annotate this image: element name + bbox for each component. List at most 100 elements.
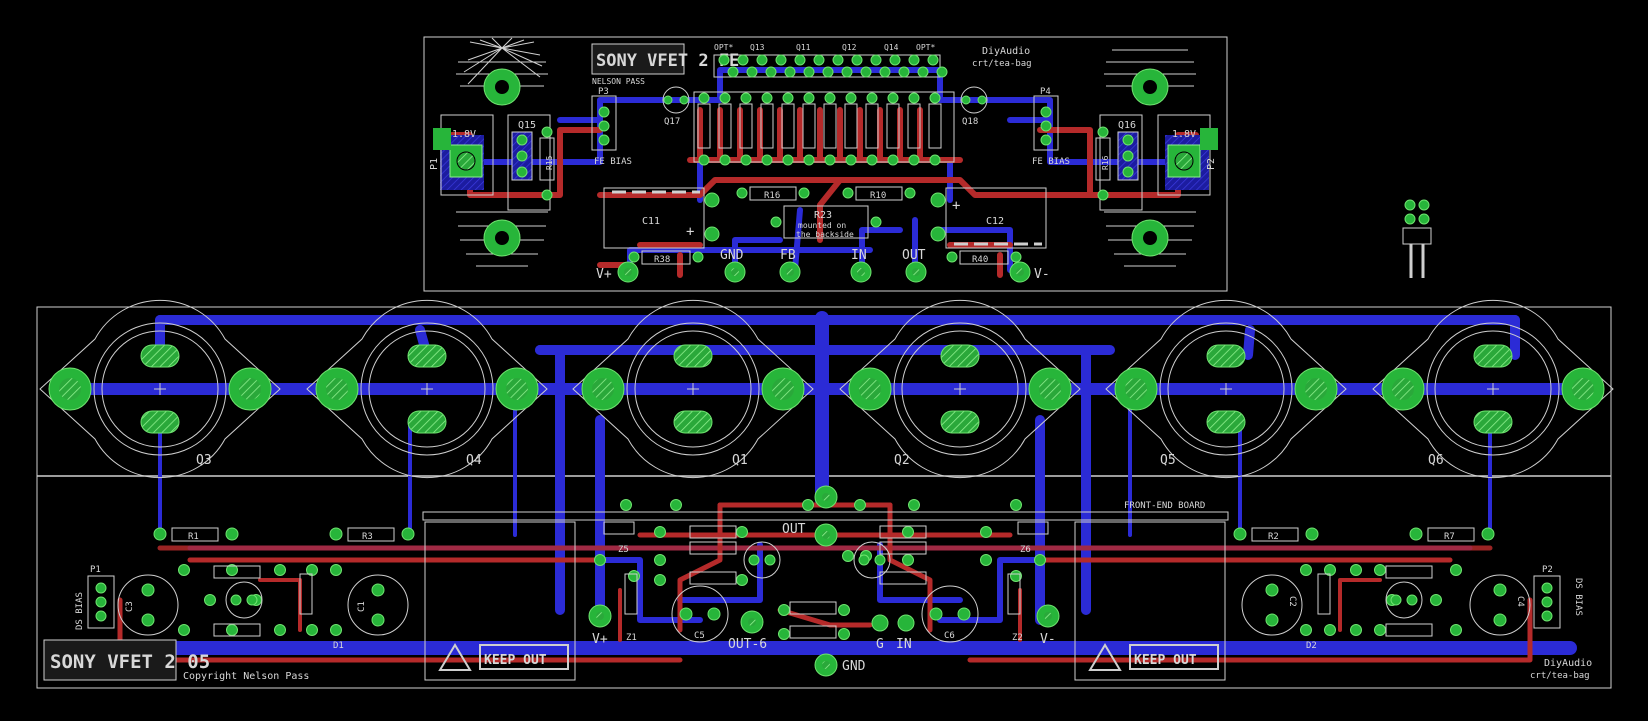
bank-resistor-pad <box>719 92 731 104</box>
pin-label-gnd: GND <box>720 248 744 263</box>
r23-note-2: the backside <box>796 230 854 239</box>
pin-label-vminus: V- <box>1034 267 1050 282</box>
header-pin[interactable] <box>936 66 948 78</box>
label-q2: Q2 <box>894 453 910 468</box>
capacitor-c11: C11 + <box>603 187 720 249</box>
small-pad <box>1450 624 1462 636</box>
fe-credit-1: DiyAudio <box>982 46 1030 57</box>
to3-transistor <box>1105 299 1347 479</box>
header-label-1: Q13 <box>750 43 765 52</box>
bank-resistor-pad <box>845 92 857 104</box>
small-cap-pad <box>858 554 870 566</box>
ds-bias-text-left: DS BIAS <box>75 592 85 630</box>
transistor-q17: Q17 <box>662 86 690 127</box>
bank-resistor <box>823 103 837 149</box>
header-pin[interactable] <box>927 54 939 66</box>
small-pad <box>306 624 318 636</box>
voltage-label-right: 1.8V <box>1172 129 1196 140</box>
resistor-r10-mid: R10 <box>842 186 916 201</box>
header-pin[interactable] <box>794 54 806 66</box>
small-pad <box>778 604 790 616</box>
label-c11: C11 <box>642 216 660 227</box>
header-pin[interactable] <box>803 66 815 78</box>
small-pad <box>1450 564 1462 576</box>
header-pin[interactable] <box>822 66 834 78</box>
bank-resistor-pad <box>761 154 773 166</box>
header-pin[interactable] <box>889 54 901 66</box>
header-label-2: Q11 <box>796 43 811 52</box>
resistor-r40: R40 <box>946 250 1022 265</box>
to3-transistor <box>1372 299 1614 479</box>
small-part-body <box>1385 565 1433 579</box>
fe-board-label: FRONT-END BOARD <box>1124 501 1205 511</box>
label-p3: P3 <box>598 87 609 97</box>
trimmer-p4: P4 FE BIAS <box>1032 87 1070 167</box>
label-r16: R16 <box>1101 155 1110 170</box>
header-pin[interactable] <box>737 54 749 66</box>
header-pin[interactable] <box>898 66 910 78</box>
bank-resistor-pad <box>929 92 941 104</box>
pin-label-out: OUT <box>902 248 926 263</box>
small-part-body <box>879 541 927 555</box>
header-pin[interactable] <box>851 54 863 66</box>
pin-in-main[interactable] <box>897 614 915 632</box>
header-pin[interactable] <box>746 66 758 78</box>
pin-g[interactable] <box>871 614 889 632</box>
label-c5: C5 <box>694 631 705 641</box>
to3-transistor <box>39 299 281 479</box>
header-label-4: Q14 <box>884 43 899 52</box>
small-pad <box>842 550 854 562</box>
header-pin[interactable] <box>870 54 882 66</box>
header-pin[interactable] <box>860 66 872 78</box>
header-pin[interactable] <box>879 66 891 78</box>
small-pad <box>980 526 992 538</box>
header-pin[interactable] <box>784 66 796 78</box>
small-pad <box>178 564 190 576</box>
header-pin[interactable] <box>832 54 844 66</box>
pot-label-left: P1 <box>429 158 440 170</box>
header-pin[interactable] <box>756 54 768 66</box>
small-pad <box>654 526 666 538</box>
label-p2: P2 <box>1542 565 1553 575</box>
header-pin[interactable] <box>908 54 920 66</box>
keep-out-text-right: KEEP OUT <box>1134 653 1197 668</box>
fe-pins: V+ GND FB IN OUT V- <box>596 248 1050 283</box>
resistor-r3: R3 <box>329 527 415 542</box>
keep-out-text-left: KEEP OUT <box>484 653 547 668</box>
small-pad <box>736 574 748 586</box>
small-part-body <box>689 541 737 555</box>
resistor-r23: R23 mounted on the backside <box>770 205 882 239</box>
small-part-body <box>603 521 635 535</box>
header-pin[interactable] <box>841 66 853 78</box>
bank-resistor-pad <box>929 154 941 166</box>
label-out: OUT <box>782 522 806 537</box>
header-pin[interactable] <box>765 66 777 78</box>
bank-resistor-pad <box>908 92 920 104</box>
capacitor-c4: C4 <box>1469 574 1531 636</box>
header-pin[interactable] <box>813 54 825 66</box>
small-pad <box>1374 564 1386 576</box>
small-pad <box>654 574 666 586</box>
label-c2: C2 <box>1287 596 1297 607</box>
label-in: IN <box>896 637 912 652</box>
bank-resistor-pad <box>803 92 815 104</box>
heatsink-right-top <box>1104 49 1196 106</box>
main-credit-2: crt/tea-bag <box>1530 671 1590 681</box>
bank-resistor <box>865 103 879 149</box>
label-z2: Z2 <box>1012 633 1023 643</box>
trimmer-p3: P3 FE BIAS <box>591 87 632 167</box>
bank-resistor-pad <box>698 92 710 104</box>
label-d1: D1 <box>333 641 344 651</box>
bank-resistor-pad <box>824 154 836 166</box>
header-pin[interactable] <box>727 66 739 78</box>
small-cap-pad <box>874 554 886 566</box>
header-pin[interactable] <box>718 54 730 66</box>
bank-resistor <box>844 103 858 149</box>
header-labels: OPT* Q13 Q11 Q12 Q14 OPT* <box>714 43 935 52</box>
header-pin[interactable] <box>775 54 787 66</box>
label-r23: R23 <box>814 210 832 221</box>
fe-logo: SONY VFET 2 FE NELSON PASS <box>591 43 739 86</box>
fe-designer: NELSON PASS <box>592 77 645 86</box>
header-pin[interactable] <box>917 66 929 78</box>
